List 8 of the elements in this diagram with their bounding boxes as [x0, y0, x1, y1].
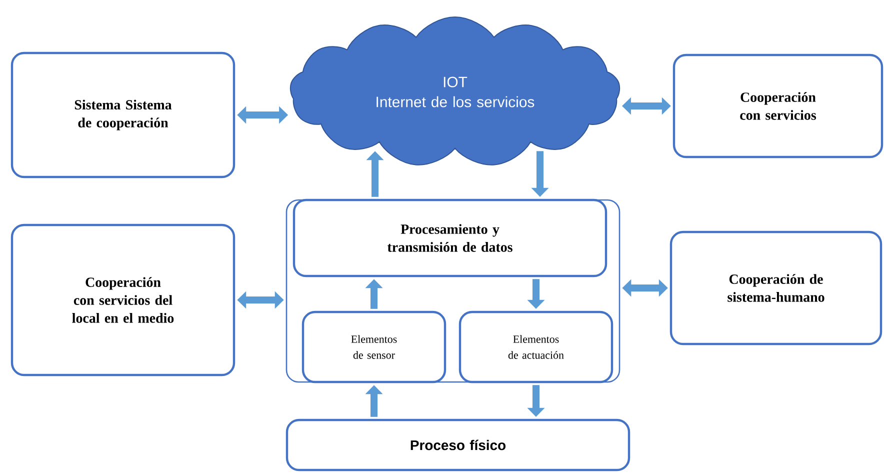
- text-box: Sistema Sistema de cooperación: [10, 52, 236, 178]
- text-box: Cooperación con servicios: [672, 54, 884, 158]
- text-box: Elementos de sensor: [302, 310, 446, 384]
- text-box: Cooperación con servicios del local en el medio: [10, 224, 236, 376]
- text-box: Proceso físico: [286, 418, 630, 472]
- text-box: Procesamiento y transmisión de datos: [292, 198, 608, 278]
- text-box: Cooperación de sistema-humano: [670, 230, 882, 346]
- text-box: Elementos de actuación: [458, 310, 614, 384]
